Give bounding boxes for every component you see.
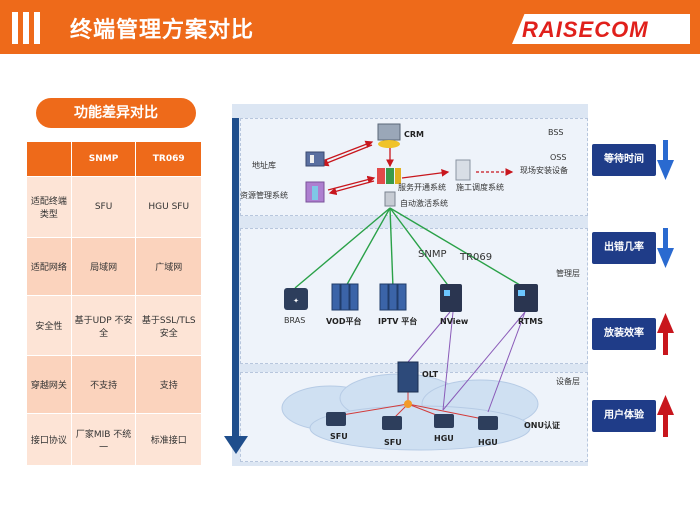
iptv-server-icon: [379, 283, 407, 311]
benefit-error-rate: 出错几率: [592, 232, 656, 264]
benefit-waiting-time: 等待时间: [592, 144, 656, 176]
site-install-label: 现场安装设备: [520, 166, 568, 175]
row-label: 适配网络: [26, 237, 72, 296]
arrow-up-icon: [657, 395, 674, 437]
construction-label: 施工调度系统: [456, 183, 504, 192]
bss-oss-layer: [240, 118, 588, 216]
rtms-server-icon: [514, 284, 538, 312]
bras-label: BRAS: [284, 316, 306, 325]
table-row: 安全性 基于UDP 不安全 基于SSL/TLS 安全: [26, 295, 202, 356]
auto-activate-label: 自动激活系统: [400, 199, 448, 208]
tr069-label: TR069: [460, 252, 493, 263]
onu-auth-label: ONU认证: [524, 421, 560, 430]
snmp-cell: 不支持: [70, 355, 137, 414]
crm-label: CRM: [404, 130, 424, 139]
snmp-cell: SFU: [70, 176, 137, 238]
header-cell-tr069: TR069: [135, 141, 202, 177]
tr069-cell: 广域网: [135, 237, 202, 296]
terminal-label: HGU: [434, 434, 454, 443]
tr069-cell: 支持: [135, 355, 202, 414]
snmp-cell: 基于UDP 不安全: [70, 295, 137, 356]
address-db-label: 地址库: [252, 161, 276, 170]
nview-server-icon: [440, 284, 462, 312]
logo-background: [512, 14, 690, 44]
comparison-table: SNMP TR069 适配终端类型 SFU HGU SFU 适配网络 局域网 广…: [26, 141, 202, 466]
header-bar: 终端管理方案对比 RAISECOM: [0, 0, 700, 54]
header-cell-empty: [26, 141, 72, 177]
address-db-icon: [305, 151, 325, 167]
service-open-label: 服务开通系统: [398, 183, 446, 192]
snmp-label: SNMP: [418, 249, 447, 260]
tr069-cell: HGU SFU: [135, 176, 202, 238]
table-row: 适配终端类型 SFU HGU SFU: [26, 176, 202, 238]
benefit-user-experience: 用户体验: [592, 400, 656, 432]
tr069-cell: 标准接口: [135, 413, 202, 466]
olt-label: OLT: [422, 370, 439, 379]
layer-label-mgmt: 管理层: [556, 269, 580, 278]
layer-label-oss: OSS: [550, 153, 567, 162]
vod-label: VOD平台: [326, 317, 362, 326]
center-node-icon: [404, 400, 412, 408]
flow-arrow-head: [224, 436, 248, 454]
terminal-label: SFU: [330, 432, 348, 441]
benefit-install-efficiency: 放装效率: [592, 318, 656, 350]
terminal-label: HGU: [478, 438, 498, 447]
layer-label-device: 设备层: [556, 377, 580, 386]
crm-server-icon: [377, 123, 401, 148]
olt-device-icon: [397, 361, 419, 393]
green-links: [294, 207, 526, 289]
vod-server-icon: [331, 283, 359, 311]
row-label: 适配终端类型: [26, 176, 72, 238]
table-row: 穿越网关 不支持 支持: [26, 355, 202, 414]
iptv-label: IPTV 平台: [378, 317, 418, 326]
nview-label: NView: [440, 317, 469, 326]
arrow-up-icon: [657, 313, 674, 355]
construction-icon: [455, 159, 471, 181]
arrow-down-icon: [657, 140, 674, 180]
row-label: 穿越网关: [26, 355, 72, 414]
page-title: 终端管理方案对比: [70, 18, 255, 43]
hgu-device-icon: [434, 414, 498, 430]
row-label: 接口协议: [26, 413, 72, 466]
comparison-heading: 功能差异对比: [36, 98, 196, 128]
flow-arrow-shaft: [232, 118, 239, 440]
resource-mgmt-icon: [305, 181, 325, 203]
raisecom-logo: RAISECOM: [522, 17, 649, 42]
rtms-label: RTMS: [518, 317, 543, 326]
table-row: 适配网络 局域网 广域网: [26, 237, 202, 296]
svg-text:✦: ✦: [293, 297, 299, 305]
purple-links: [407, 311, 526, 413]
resource-mgmt-label: 资源管理系统: [240, 191, 288, 200]
header-stripes: [12, 12, 40, 44]
bss-arrows: [319, 140, 514, 196]
row-label: 安全性: [26, 295, 72, 356]
tr069-cell: 基于SSL/TLS 安全: [135, 295, 202, 356]
snmp-cell: 局域网: [70, 237, 137, 296]
snmp-cell: 厂家MIB 不统一: [70, 413, 137, 466]
layer-label-bss: BSS: [548, 128, 564, 137]
terminal-label: SFU: [384, 438, 402, 447]
sfu-device-icon: [326, 412, 402, 430]
arrow-down-icon: [657, 228, 674, 268]
table-row: 接口协议 厂家MIB 不统一 标准接口: [26, 413, 202, 466]
auto-activate-icon: [384, 191, 396, 207]
bras-router-icon: ✦: [284, 288, 308, 310]
service-open-icon: [377, 168, 401, 184]
